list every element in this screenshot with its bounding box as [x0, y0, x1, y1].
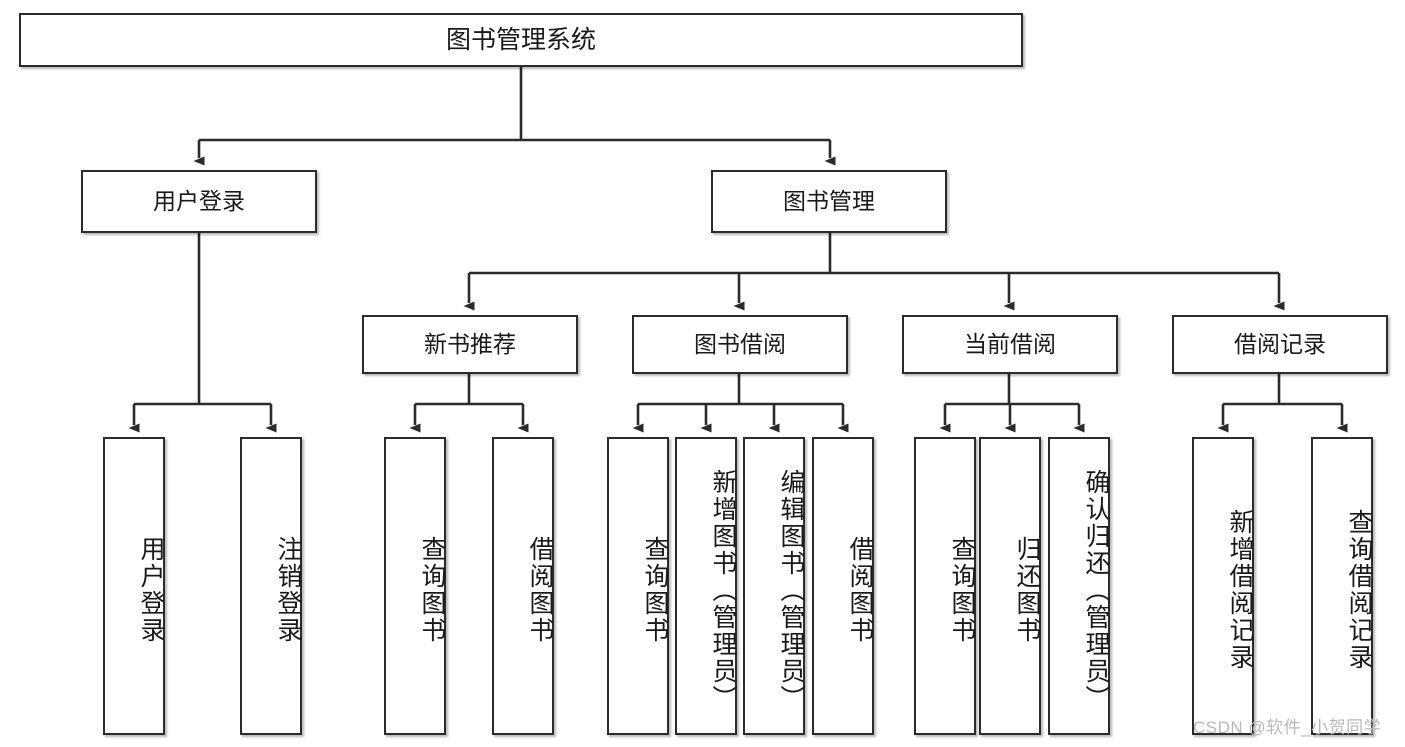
- leaf-current-confirm-return-admin[interactable]: 确认归还（管理员）: [1048, 437, 1110, 735]
- leaf-borrow-add-book-admin[interactable]: 新增图书（管理员）: [675, 437, 737, 735]
- leaf-borrow-query-book-label: 查询图书: [641, 536, 669, 644]
- node-borrow-records-label: 借阅记录: [1234, 330, 1326, 357]
- leaf-records-query-record[interactable]: 查询借阅记录: [1311, 437, 1373, 735]
- leaf-current-return-book-label: 归还图书: [1013, 536, 1041, 644]
- leaf-current-confirm-return-admin-label: 确认归还（管理员）: [1082, 468, 1110, 712]
- leaf-user-login-logout[interactable]: 注销登录: [240, 437, 302, 735]
- leaf-borrow-borrow-book[interactable]: 借阅图书: [812, 437, 874, 735]
- node-user-login-label: 用户登录: [153, 187, 245, 214]
- node-current-borrow-label: 当前借阅: [964, 330, 1056, 357]
- leaf-borrow-add-book-admin-label: 新增图书（管理员）: [709, 468, 737, 712]
- node-borrow-records[interactable]: 借阅记录: [1172, 315, 1388, 374]
- leaf-records-add-record-label: 新增借阅记录: [1226, 509, 1254, 671]
- leaf-user-login-login-label: 用户登录: [137, 536, 165, 644]
- leaf-records-query-record-label: 查询借阅记录: [1345, 509, 1373, 671]
- node-root-label: 图书管理系统: [445, 26, 596, 54]
- leaf-borrow-edit-book-admin[interactable]: 编辑图书（管理员）: [743, 437, 805, 735]
- leaf-borrow-edit-book-admin-label: 编辑图书（管理员）: [777, 468, 805, 712]
- node-root[interactable]: 图书管理系统: [19, 13, 1023, 67]
- node-user-login[interactable]: 用户登录: [81, 170, 317, 233]
- csdn-watermark: CSDN @软件_小贺同学: [1193, 718, 1382, 737]
- leaf-current-return-book[interactable]: 归还图书: [979, 437, 1041, 735]
- leaf-user-login-logout-label: 注销登录: [274, 536, 302, 644]
- leaf-user-login-login[interactable]: 用户登录: [103, 437, 165, 735]
- node-book-borrow[interactable]: 图书借阅: [632, 315, 848, 374]
- node-new-book-recommend[interactable]: 新书推荐: [362, 315, 578, 374]
- node-new-book-recommend-label: 新书推荐: [424, 330, 516, 357]
- leaf-borrow-borrow-book-label: 借阅图书: [846, 536, 874, 644]
- node-book-management-label: 图书管理: [783, 187, 875, 214]
- node-current-borrow[interactable]: 当前借阅: [902, 315, 1118, 374]
- leaf-recommend-borrow-book-label: 借阅图书: [526, 536, 554, 644]
- node-book-management[interactable]: 图书管理: [711, 170, 947, 233]
- leaf-recommend-borrow-book[interactable]: 借阅图书: [492, 437, 554, 735]
- leaf-current-query-book[interactable]: 查询图书: [914, 437, 976, 735]
- leaf-records-add-record[interactable]: 新增借阅记录: [1192, 437, 1254, 735]
- leaf-recommend-query-book-label: 查询图书: [418, 536, 446, 644]
- leaf-recommend-query-book[interactable]: 查询图书: [384, 437, 446, 735]
- node-book-borrow-label: 图书借阅: [694, 330, 786, 357]
- leaf-current-query-book-label: 查询图书: [948, 536, 976, 644]
- leaf-borrow-query-book[interactable]: 查询图书: [607, 437, 669, 735]
